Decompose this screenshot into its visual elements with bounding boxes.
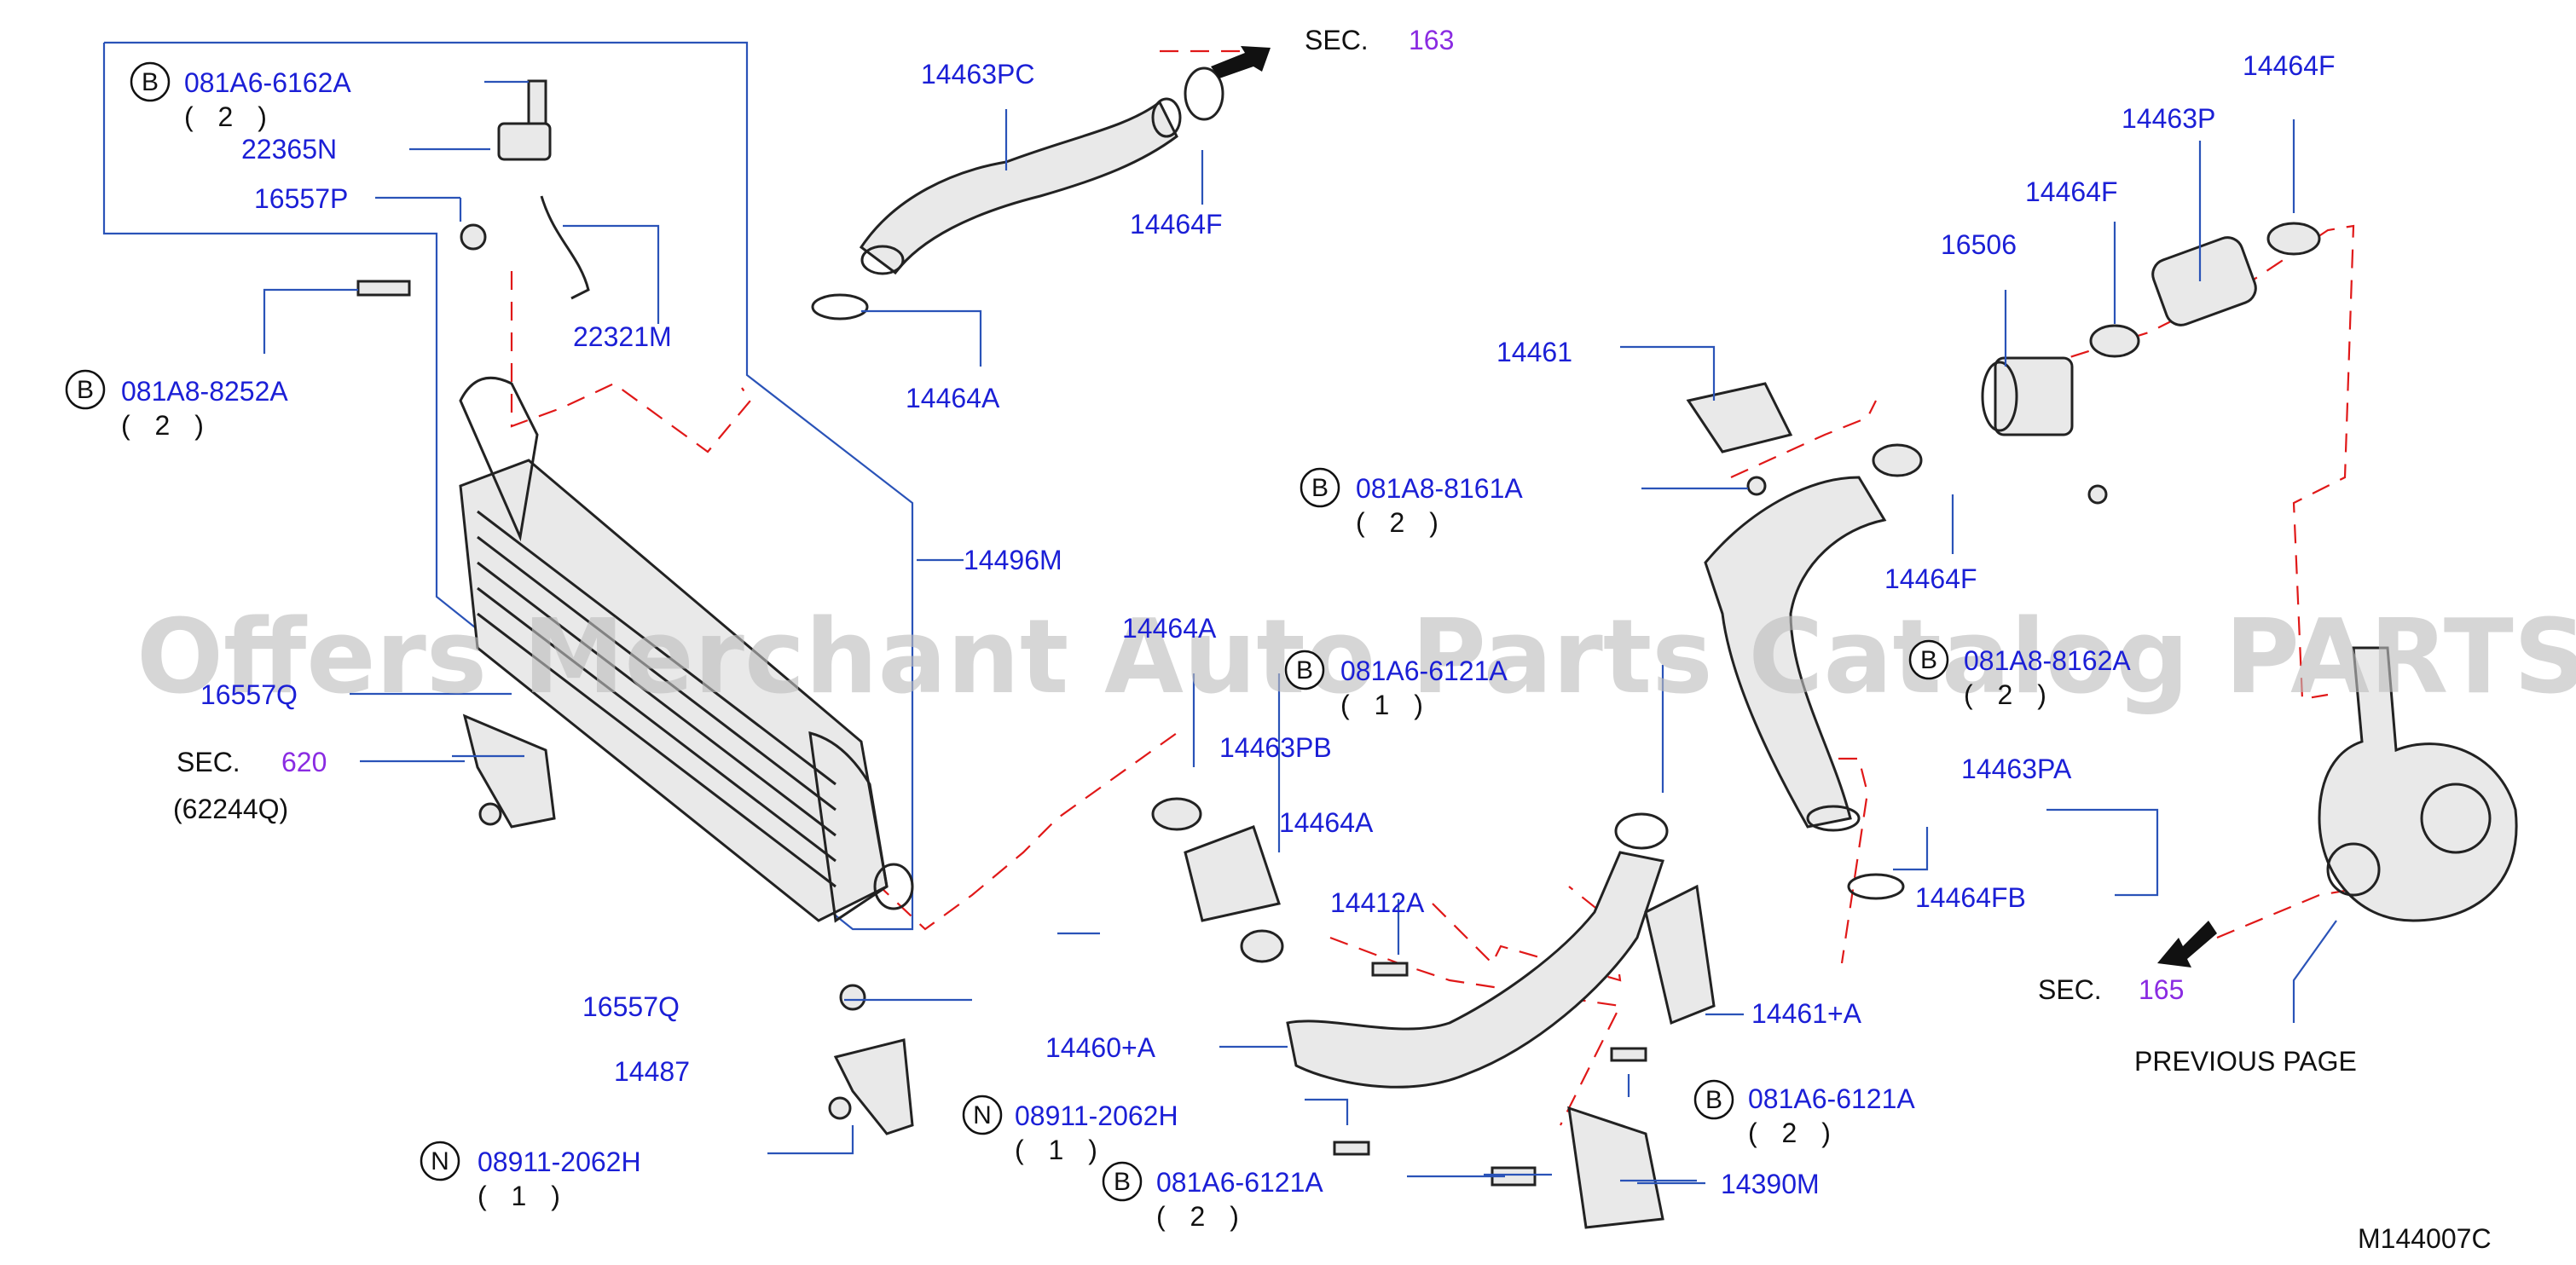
badge-letter: B [1705,1086,1722,1114]
part-label-14464a[interactable]: 14464A [1122,613,1217,644]
part-label-081a8-8161a[interactable]: 081A8-8161A [1356,473,1523,504]
part-label-14464f[interactable]: 14464F [1884,563,1977,594]
bolt-badge-icon [1102,1161,1143,1202]
part-label-16557q[interactable]: 16557Q [200,679,298,710]
part-label-08911-2062h[interactable]: 08911-2062H [478,1147,641,1177]
bolt-badge-icon [1908,639,1949,680]
quantity-label: ( 2 ) [1356,507,1447,538]
intercooler-illustration [459,376,914,923]
badge-letter: B [77,376,94,404]
bolt-badge-icon [1693,1079,1734,1120]
quantity-label: ( 2 ) [121,410,212,441]
leader-lines [263,80,2337,1185]
part-label-14464a[interactable]: 14464A [906,383,1000,413]
section-prefix: SEC. [1305,25,1369,55]
air-route-dashed [510,49,2371,1126]
quantity-label: ( 1 ) [1015,1135,1106,1165]
watermark-text: Offers Merchant Auto Parts Catalog PARTS… [136,598,2576,717]
part-label-22365n[interactable]: 22365N [241,134,337,165]
badge-letter: B [1311,474,1329,502]
part-label-14412a[interactable]: 14412A [1330,887,1425,918]
part-label-14461[interactable]: 14461 [1496,337,1572,367]
part-label-081a6-6121a[interactable]: 081A6-6121A [1748,1083,1915,1114]
quantity-label: ( 2 ) [1748,1118,1839,1148]
part-label-14464f[interactable]: 14464F [2025,176,2118,207]
quantity-label: ( 1 ) [478,1181,569,1211]
part-label-22321m[interactable]: 22321M [573,321,672,352]
part-label-14464f[interactable]: 14464F [1130,209,1223,240]
badge-letter: B [142,68,159,96]
badge-letter: B [1920,646,1937,674]
badge-letter: B [1114,1168,1131,1196]
part-label-14463pb[interactable]: 14463PB [1219,732,1332,763]
badge-letter: N [431,1147,449,1175]
maf-16506-illustration [1686,222,2321,505]
part-label-081a6-6162a[interactable]: 081A6-6162A [184,67,351,98]
part-label-16506[interactable]: 16506 [1941,229,2017,260]
small-parts-illustration [462,713,1664,1229]
part-label-14496m[interactable]: 14496M [964,545,1062,575]
part-label-08911-2062h[interactable]: 08911-2062H [1015,1100,1178,1131]
section-number-620[interactable]: 620 [281,747,327,777]
arrow-to-sec-163 [1211,46,1271,78]
bolt-badge-icon [65,369,106,410]
section-prefix: SEC. [177,747,240,777]
section-number-165[interactable]: 165 [2139,974,2184,1005]
part-label-14463pc[interactable]: 14463PC [921,59,1034,90]
badge-letter: N [973,1101,992,1129]
bolt-badge-icon [1284,650,1325,690]
badge-letter: B [1296,656,1313,684]
bolt-badge-icon [130,61,171,102]
part-label-14463p[interactable]: 14463P [2122,103,2215,134]
previous-page-link[interactable]: PREVIOUS PAGE [2134,1046,2357,1077]
part-label-14464fb[interactable]: 14464FB [1915,882,2026,913]
part-label-14460a[interactable]: 14460+A [1045,1032,1156,1063]
tube-14460a-illustration [1286,812,1716,1089]
turbocharger-illustration [2318,646,2518,922]
hose-14463pa-illustration [1704,476,1905,900]
bolt-badge-icon [1300,467,1340,508]
nut-badge-icon [420,1141,460,1181]
part-label-14464f[interactable]: 14464F [2243,50,2336,81]
sensor-22365n-illustration [356,79,590,300]
assembly-outline [102,41,914,931]
quantity-label: ( 2 ) [184,101,275,132]
part-label-14461a[interactable]: 14461+A [1751,998,1862,1029]
quantity-label: ( 2 ) [1964,679,2055,710]
section-sub-label: (62244Q) [173,794,288,824]
part-label-16557q[interactable]: 16557Q [582,991,680,1022]
part-label-14487[interactable]: 14487 [614,1056,690,1087]
section-number-163[interactable]: 163 [1409,25,1454,55]
part-label-081a8-8162a[interactable]: 081A8-8162A [1964,645,2131,676]
arrow-to-sec-165 [2157,921,2217,968]
part-label-14464a[interactable]: 14464A [1279,807,1374,838]
nut-badge-icon [962,1095,1003,1135]
figure-id: M144007C [2358,1223,2492,1254]
quantity-label: ( 1 ) [1340,690,1432,720]
part-label-14463pa[interactable]: 14463PA [1961,754,2072,784]
part-label-081a6-6121a[interactable]: 081A6-6121A [1340,656,1508,686]
part-label-081a6-6121a[interactable]: 081A6-6121A [1156,1167,1323,1198]
section-prefix: SEC. [2038,974,2102,1005]
part-label-16557p[interactable]: 16557P [254,183,348,214]
hose-14463pc-illustration [811,66,1224,321]
part-label-14390m[interactable]: 14390M [1721,1169,1820,1199]
quantity-label: ( 2 ) [1156,1201,1247,1232]
part-label-081a8-8252a[interactable]: 081A8-8252A [121,376,288,407]
